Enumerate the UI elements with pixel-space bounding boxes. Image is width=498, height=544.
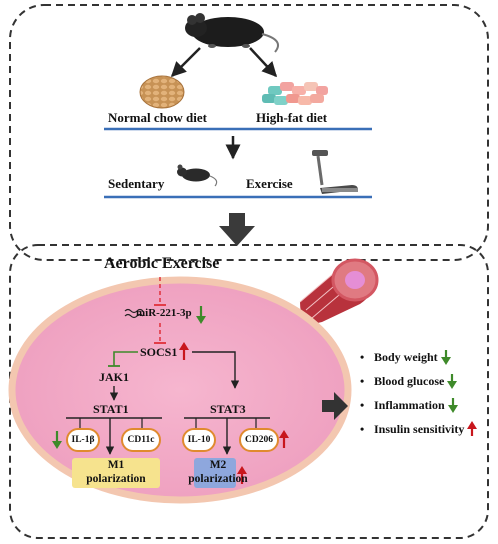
m1-polarization-box: M1 polarization	[72, 458, 160, 488]
il1b-marker: IL-1β	[66, 428, 100, 452]
m2-polarization-label: M2 polarization	[186, 458, 250, 488]
down-arrow-icon	[447, 374, 458, 389]
m2-title: M2	[209, 459, 227, 471]
il1b-down-arrow	[52, 431, 62, 449]
mirna-down-arrow	[196, 306, 206, 324]
bullet-icon: •	[360, 373, 365, 388]
muscle-icon	[299, 258, 379, 324]
outcome-label: Inflammation	[374, 397, 445, 412]
socs1-inhibit-jak1	[113, 351, 138, 366]
high-fat-pellets-icon	[262, 82, 328, 105]
normal-chow-diet-label: Normal chow diet	[108, 110, 207, 125]
socs1-label: SOCS1	[140, 345, 178, 359]
m1-subtitle: polarization	[86, 473, 146, 485]
outcome-item: • Inflammation	[360, 393, 477, 417]
bullet-icon: •	[360, 349, 365, 364]
high-fat-diet-label: High-fat diet	[256, 110, 328, 125]
outcome-item: • Body weight	[360, 345, 477, 369]
socs1-up-arrow	[179, 342, 189, 360]
outcomes-list: •Body weight•Blood glucose•Inflammation•…	[360, 345, 478, 441]
up-arrow-icon	[467, 421, 478, 436]
stat1-label: STAT1	[93, 402, 129, 416]
socs1-to-stat3-arrow	[192, 351, 240, 389]
cd206-up-arrow	[279, 430, 289, 448]
exercise-label: Exercise	[246, 176, 293, 191]
branch-arrow-left	[170, 47, 201, 78]
outcome-label: Blood glucose	[374, 373, 445, 388]
treadmill-icon	[312, 150, 358, 194]
outcome-item: • Insulin sensitivity	[360, 417, 478, 441]
il10-marker: IL-10	[182, 428, 216, 452]
outcome-item: • Blood glucose	[360, 369, 477, 393]
stat3-label: STAT3	[210, 402, 246, 416]
outcome-label: Insulin sensitivity	[374, 421, 465, 436]
bullet-icon: •	[360, 397, 365, 412]
chow-pellets-icon	[139, 75, 185, 109]
m2-up-arrow	[237, 466, 247, 484]
cd11c-marker: CD11c	[121, 428, 161, 452]
m1-title: M1	[107, 459, 125, 471]
m2-subtitle: polarization	[188, 473, 248, 485]
aerobic-exercise-title: Aerobic Exercise	[104, 255, 220, 272]
mirna-squiggle-icon	[124, 308, 144, 319]
small-mouse-icon	[177, 164, 218, 187]
branch-arrow-right	[249, 47, 278, 78]
mirna-label: miR-221-3p	[136, 307, 192, 319]
outcome-arrow	[322, 392, 348, 420]
sedentary-label: Sedentary	[108, 176, 165, 191]
bottom-panel-frame	[9, 244, 489, 539]
top-panel-frame	[9, 4, 489, 261]
down-arrow-icon	[447, 398, 458, 413]
m2-polarization-box	[194, 458, 236, 488]
outcome-label: Body weight	[374, 349, 438, 364]
big-down-arrow	[219, 213, 255, 246]
cd206-marker: CD206	[239, 428, 279, 452]
jak1-label: JAK1	[99, 370, 129, 384]
bullet-icon: •	[360, 421, 365, 436]
down-arrow-icon	[440, 350, 451, 365]
mouse-icon	[185, 13, 279, 53]
